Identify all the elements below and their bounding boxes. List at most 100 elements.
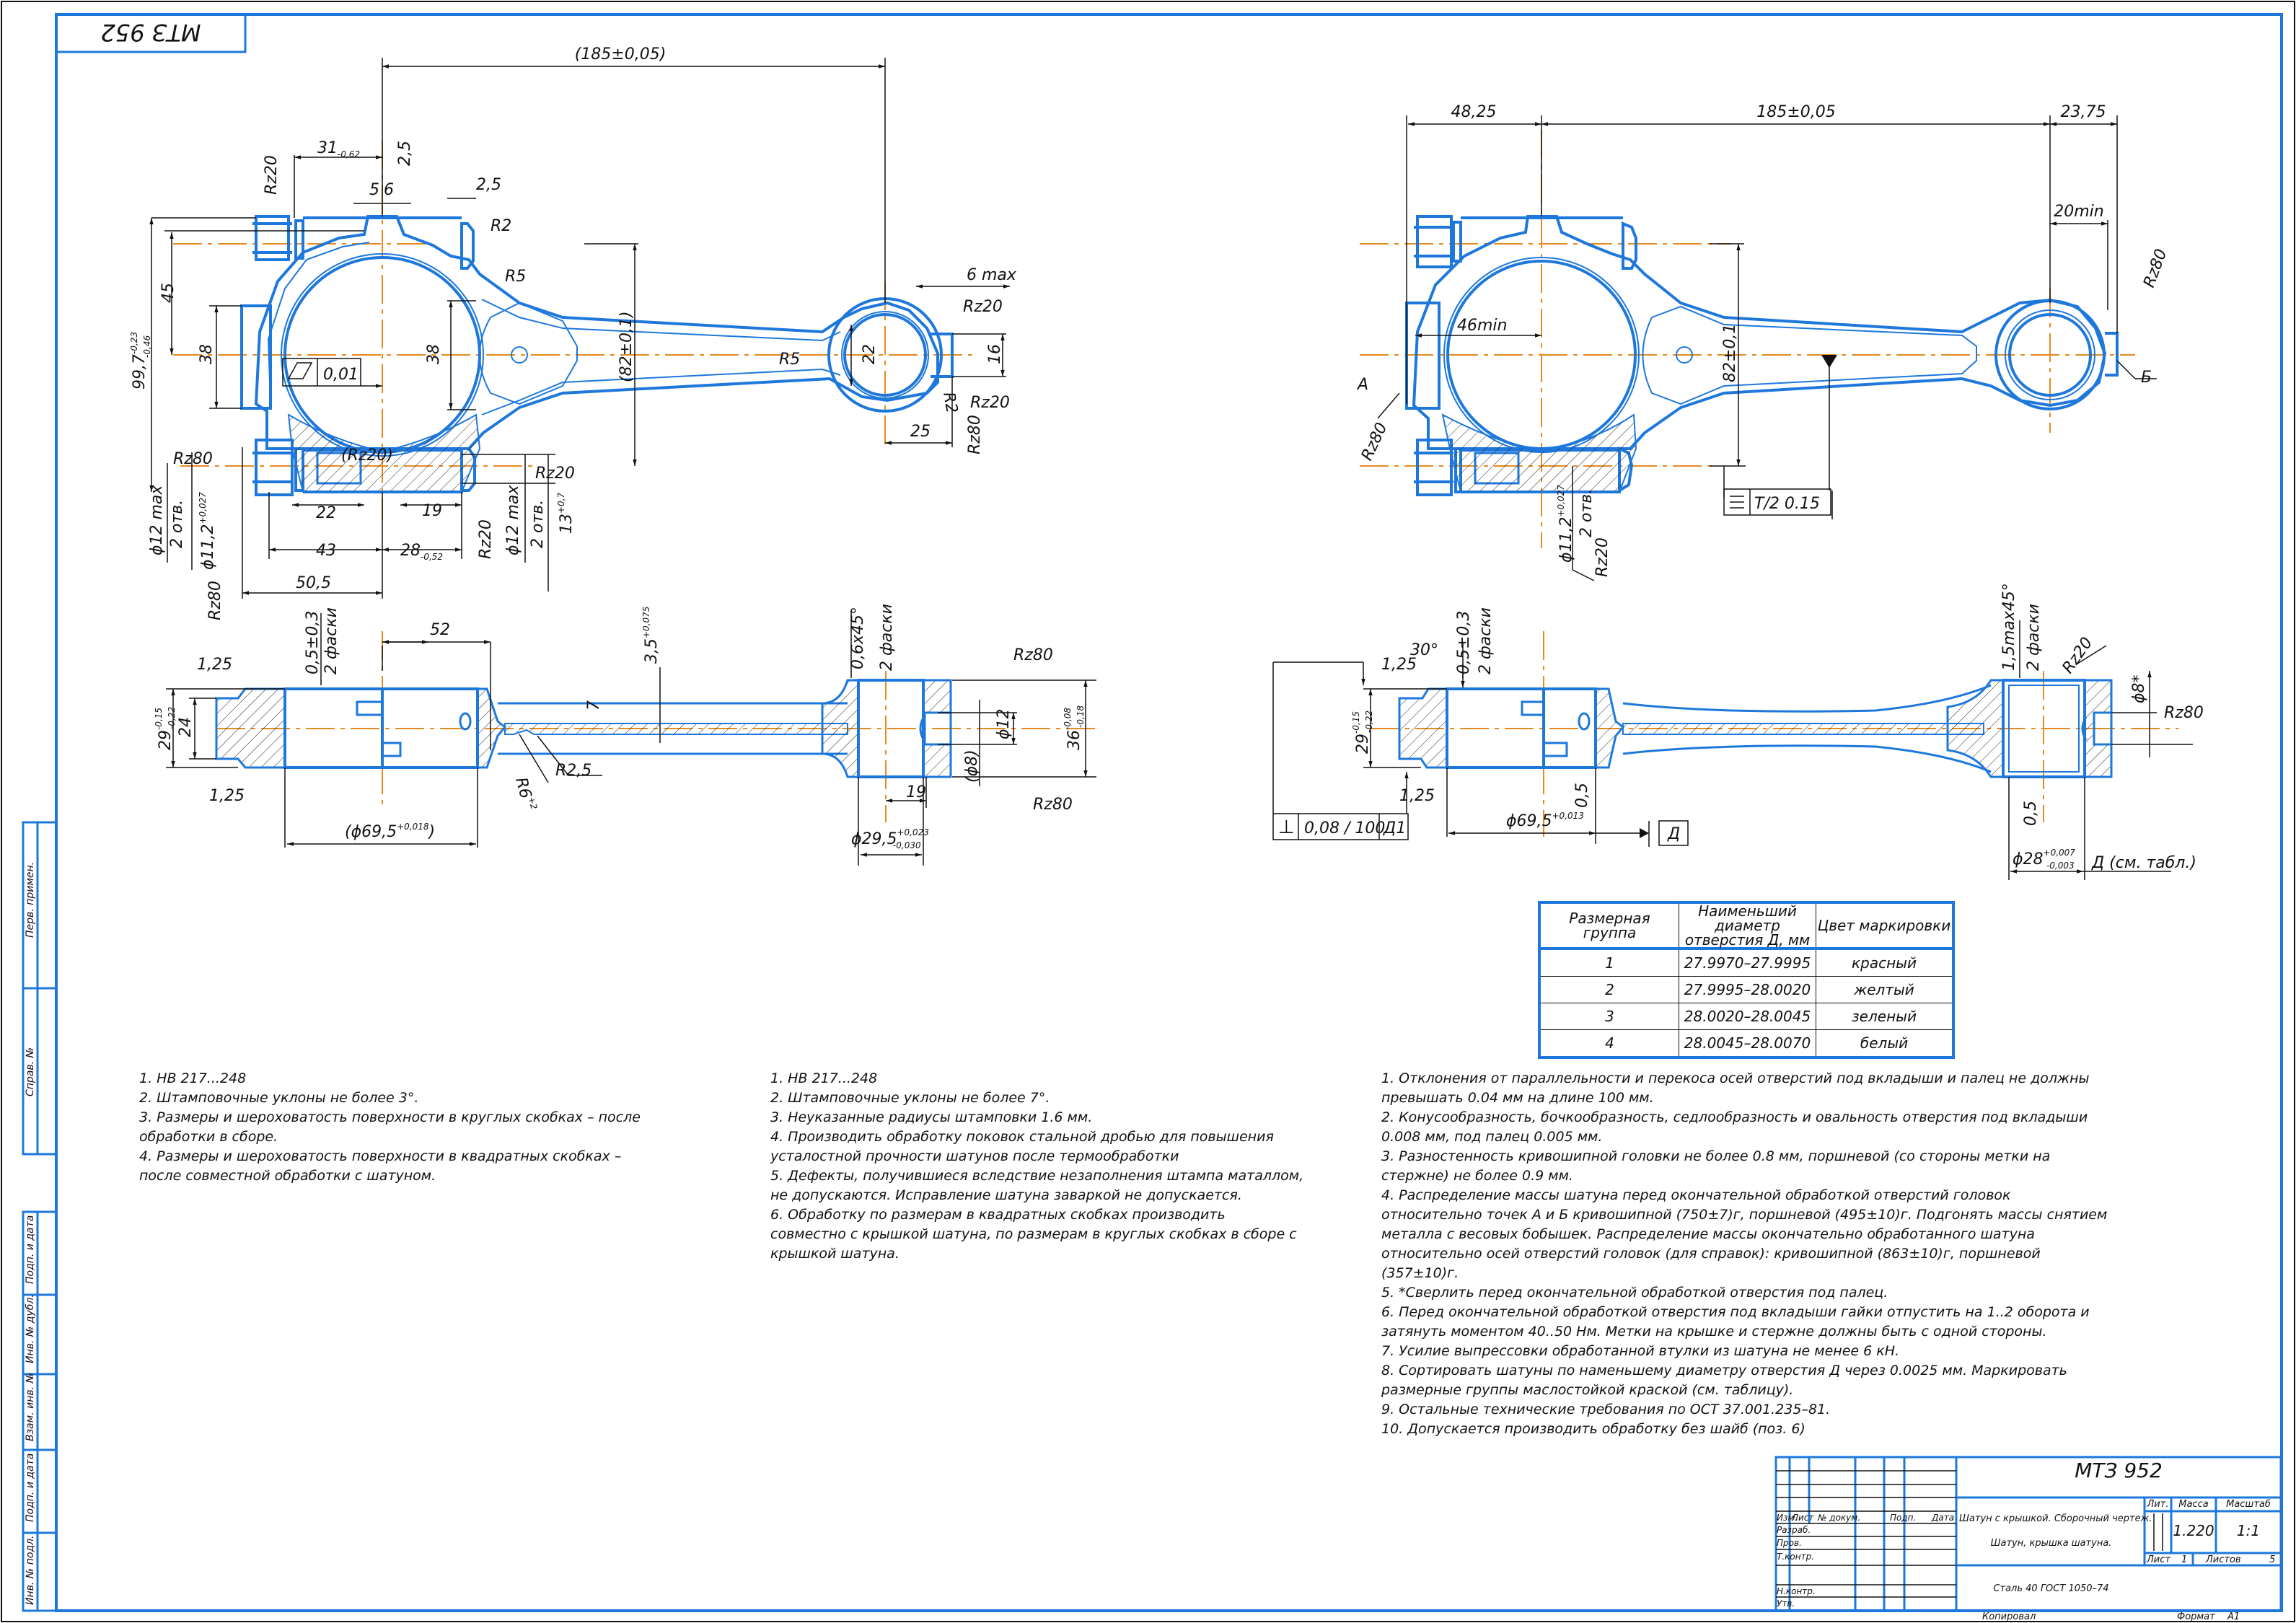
dim-r5b: R5 [779,351,800,369]
side-stamp [22,821,58,1612]
tb-col-sign: Подп. [1890,1513,1917,1523]
rough-0-5-right-a: 0,5 [1573,783,1591,808]
rough-2-5: 2,5 [396,141,414,166]
table-cell: 27.9970–27.9995 [1679,948,1816,977]
note-item: 6. Обработку по размерам в квадратных ск… [770,1207,1297,1262]
stamp-inv-dubl: Инв. № дубл. [25,1294,36,1363]
section-right-dim-texts: 1,25 30° 0,5±0,3 2 фаски 29-0,15-0,22 1,… [1278,583,2204,872]
dim-28: 28-0,52 [400,542,443,562]
datum-triangle [1821,355,1837,368]
title-name-line1: Шатун с крышкой. Сборочный чертеж. [1959,1513,2152,1524]
small-end-left-wall-r [1946,679,2005,778]
small-end-outline-r [2002,679,2113,778]
angle-30: 30° [1410,641,1438,659]
rough-rz80-right-a: Rz80 [2140,247,2170,290]
dim-38-a: 38 [198,344,216,364]
dia-8-section: (ϕ8) [963,749,981,783]
section-left-outline [283,687,848,769]
title-name-line2: Шатун, крышка шатуна. [1990,1538,2112,1549]
big-end-left-wall-r [1398,687,1448,769]
chamfers-2-b: 2 фаски [878,604,896,671]
note-item: 9. Остальные технические требования по О… [1381,1402,1831,1417]
small-end-left-wall [821,679,860,778]
dia-69-5-right: ϕ69,5+0,013 [1506,811,1584,830]
perp-tol-value: 0,08 / 100 [1304,819,1385,837]
dim-5: 5 [369,181,379,199]
holes-2-right: 2 отв. [1578,489,1596,537]
dimension-lines [149,58,1010,599]
tb-material: Сталь 40 ГОСТ 1050–74 [1993,1583,2109,1594]
stamp-perv-primen: Перв. примен. [25,862,36,938]
dim-25: 25 [910,423,931,441]
table-cell: 3 [1539,1003,1679,1030]
tb-sheets-value: 5 [2269,1554,2276,1565]
rough-rz20-e: Rz20 [477,519,495,559]
note-item: 4. Размеры и шероховатость поверхности в… [139,1148,622,1184]
dia-11-2: ϕ11,2+0,027 [198,492,217,570]
dim-19-section: 19 [906,783,926,801]
note-item: 2. Штамповочные уклоны не более 7°. [770,1090,1050,1106]
tb-sheet-label: Лист [2147,1554,2170,1565]
rough-rz80-section-a: Rz80 [1013,646,1053,664]
tb-role-prov: Пров. [1777,1538,1802,1548]
symmetry-frame [1723,488,1831,516]
note-item: 7. Усилие выпрессовки обработанной втулк… [1381,1343,1900,1359]
datum-label-a: А [1356,376,1368,394]
big-end-left-wall [215,687,286,769]
chamfer-0-5-right: 0,5±0,3 [1455,611,1473,674]
table-row: 1 27.9970–27.9995 красный [1539,948,1954,977]
small-end-right-wall-r [2083,679,2113,778]
front-right-dim-texts: 48,25 185±0,05 23,75 20min Rz80 46min 82… [1356,103,2170,577]
tb-sheets-label: Листов [2206,1554,2241,1565]
big-end-right-wall [476,687,507,769]
tb-col-doc: № докум. [1818,1513,1861,1523]
cap-hatch [287,413,481,493]
view-front-right [1360,115,2157,581]
dia-12-section: ϕ12 [995,708,1013,739]
rough-rz20-b: Rz20 [963,298,1003,316]
dim-r2-5: R2,5 [555,762,591,780]
stamp-sprav-no: Справ. № [25,1047,36,1096]
table-cell: 4 [1539,1029,1679,1058]
perp-symbol: ⊥ [1278,817,1295,838]
cap-hatch-right [1441,413,1637,493]
dim-31: 31-0,62 [317,139,360,159]
dia-12-max-b: ϕ12 max [504,485,522,555]
note-item: 3. Неуказанные радиусы штамповки 1.6 мм. [770,1109,1093,1125]
note-item: 2. Штамповочные уклоны не более 3°. [139,1090,419,1106]
table-cell: желтый [1816,976,1954,1003]
dim-48-25: 48,25 [1451,103,1497,121]
title-designation: МТЗ 952 [2075,1459,2163,1482]
symmetry-tol-value: T/2 0.15 [1754,495,1820,513]
dia-12-max-a: ϕ12 max [148,485,166,555]
dia-28: ϕ28+0,007-0,003 [2013,848,2075,871]
tb-role-utv: Утв. [1777,1598,1795,1609]
dim-46-min: 46min [1457,317,1507,335]
dim-29: 29-0,15-0,22 [154,707,177,750]
note-item: 1. Отклонения от параллельности и переко… [1381,1070,2090,1106]
tb-format-value: A1 [2227,1611,2240,1622]
tb-role-razrab: Разраб. [1777,1525,1811,1535]
dia-8-right: ϕ8* [2130,674,2148,703]
dim-1-25-right-b: 1,25 [1399,787,1435,805]
rough-rz20-a: Rz20 [263,155,281,195]
stamp-podp-data-1: Подп. и дата [25,1215,36,1284]
parallelism-frame [282,358,382,388]
big-end-right-wall-r [1594,687,1625,769]
dim-82: (82±0,1) [617,311,635,382]
dim-1-25-b: 1,25 [209,787,245,805]
dim-19: 19 [422,502,442,520]
dim-23-75: 23,75 [2061,103,2106,121]
stamp-inv-podl: Инв. № подл. [25,1535,36,1605]
notes-right: 1. Отклонения от параллельности и переко… [1381,1069,2110,1439]
rough-rz20-right: Rz20 [1593,537,1611,577]
tb-lit-label: Лит. [2147,1499,2169,1510]
dia-11-2-right: ϕ11,2+0,027 [1556,485,1575,563]
section-right-dim-lines [1272,620,2193,880]
rough-rz80-right-section: Rz80 [2164,704,2204,722]
tb-sheet-value: 1 [2181,1554,2188,1565]
dim-r2b: R2 [939,391,961,415]
rough-rz80-c: Rz80 [206,581,224,620]
rough-rz80-b: Rz80 [173,450,213,468]
